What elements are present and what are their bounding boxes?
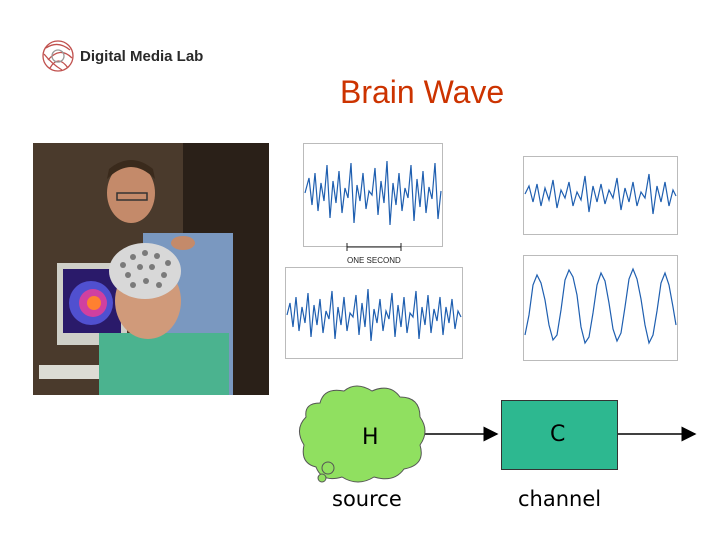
logo-text: Digital Media Lab [80, 48, 204, 65]
channel-box [501, 400, 618, 470]
digital-media-lab-logo [42, 40, 74, 72]
eeg-photo [33, 143, 269, 395]
wave-panel-4 [523, 255, 678, 361]
channel-label: channel [518, 487, 602, 511]
wave-panel-1 [303, 143, 443, 247]
channel-symbol: C [550, 422, 566, 447]
wave-panel-3 [285, 267, 463, 359]
wave-trace [286, 288, 462, 342]
time-scale-label: ONE SECOND [347, 256, 401, 265]
source-symbol: H [362, 425, 379, 450]
wave-trace [304, 160, 442, 226]
wave-trace [524, 173, 677, 215]
logo-swirl-icon [42, 40, 74, 72]
wave-panel-2 [523, 156, 678, 235]
wave-trace [524, 267, 677, 345]
time-scale-bar [346, 243, 402, 251]
source-label: source [332, 487, 402, 511]
page-title: Brain Wave [340, 74, 505, 110]
source-cloud-shape [299, 385, 426, 483]
